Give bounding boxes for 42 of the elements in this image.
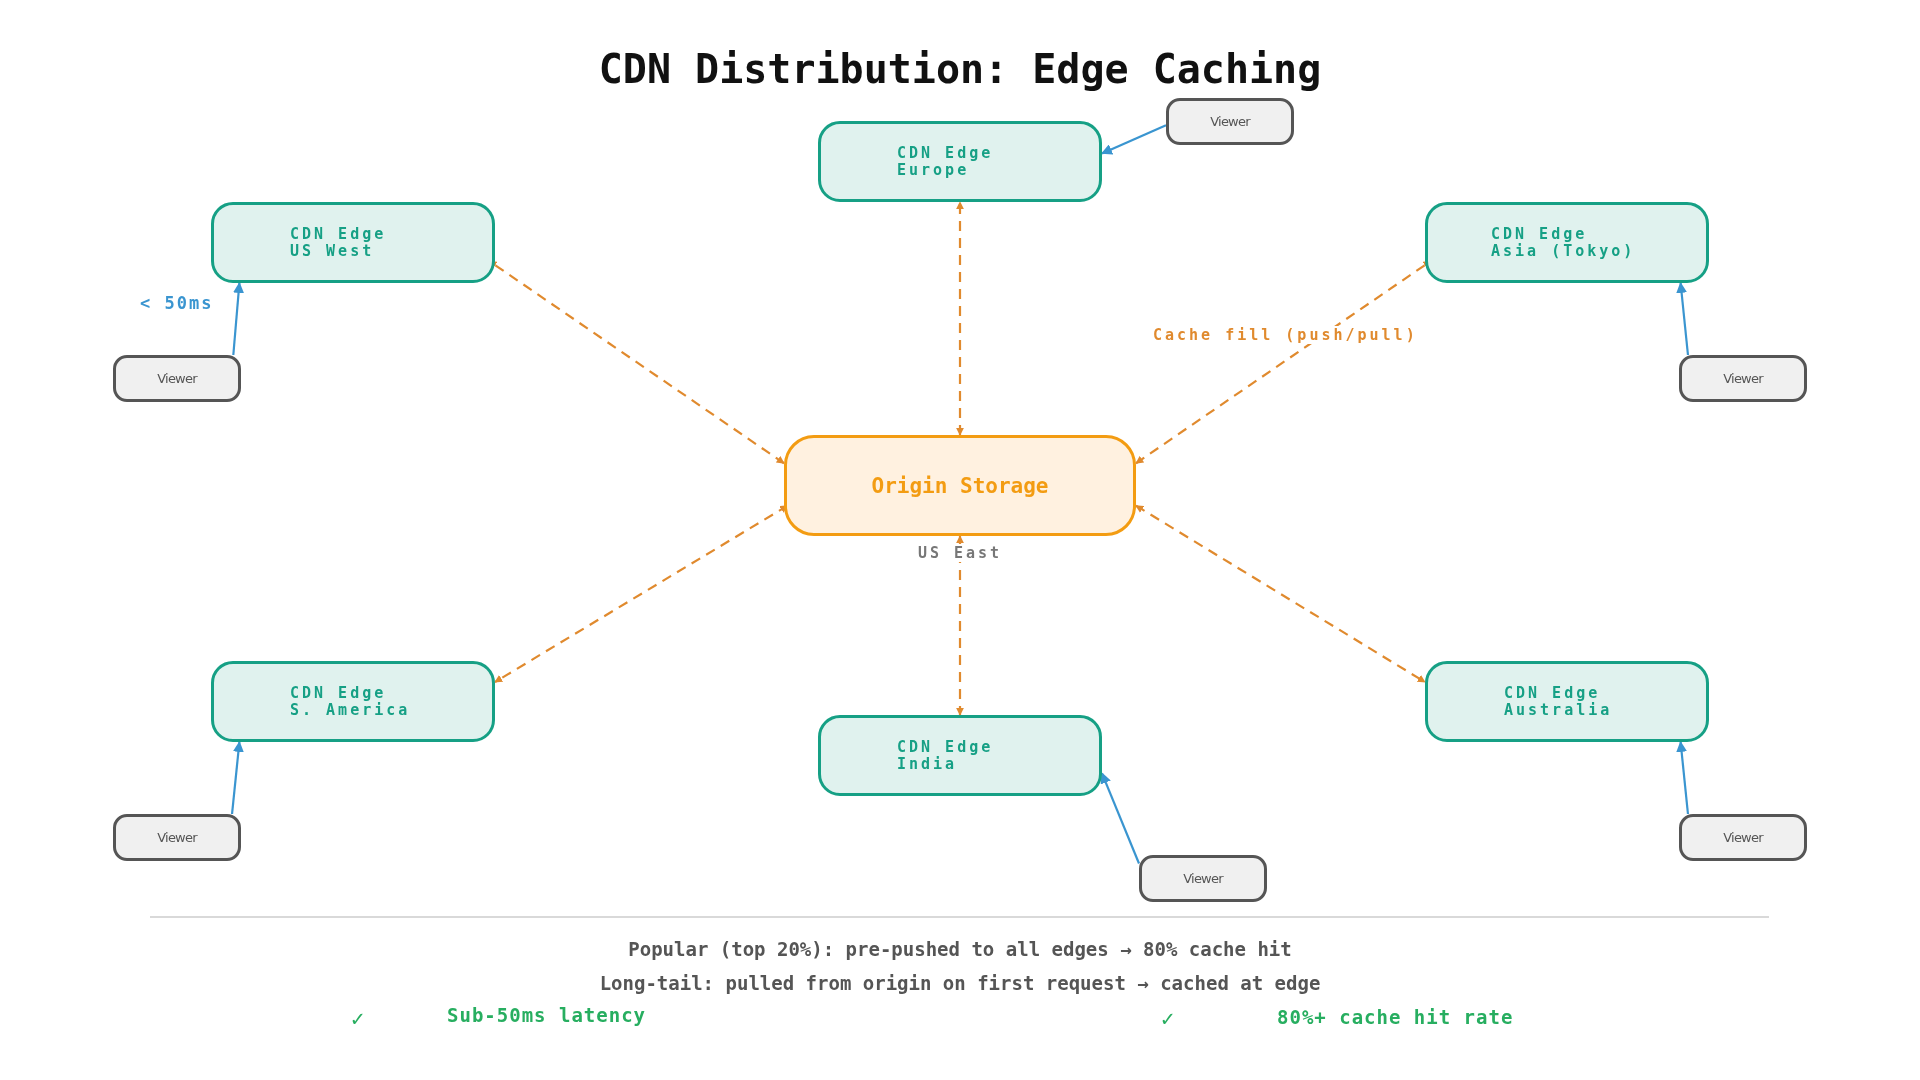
- node-label: CDN Edge US West: [290, 225, 388, 260]
- node-label: Origin Storage: [871, 473, 1049, 498]
- viewer-box: [1166, 98, 1294, 145]
- node-label: Viewer: [157, 830, 197, 845]
- node-label: CDN Edge India: [897, 738, 995, 773]
- footnote: Long-tail: pulled from origin on first request → cached at edge: [599, 972, 1321, 994]
- request-arrow: [230, 740, 244, 815]
- cache-fill-connector: [1135, 504, 1426, 683]
- cdn-edge-box: [211, 202, 495, 283]
- node-label: Viewer: [1723, 371, 1763, 386]
- node-label: CDN Edge Australia: [1504, 684, 1614, 719]
- check-mark: ✓: [351, 1006, 365, 1031]
- node-label: CDN Edge S. America: [290, 684, 412, 719]
- request-arrow: [232, 281, 245, 356]
- viewer-box: [113, 814, 241, 861]
- origin-storage-box: [784, 435, 1136, 536]
- benefit-text: Sub-50ms latency: [447, 1004, 647, 1026]
- request-arrow: [1101, 124, 1167, 155]
- node-label: Viewer: [1210, 114, 1250, 129]
- cdn-edge-box: [211, 661, 495, 742]
- request-arrow: [1100, 772, 1140, 864]
- node-label: CDN Edge Asia (Tokyo): [1491, 225, 1637, 260]
- cdn-edge-box: [1425, 661, 1709, 742]
- cdn-edge-box: [1425, 202, 1709, 283]
- benefit-text: 80%+ cache hit rate: [1277, 1006, 1514, 1028]
- viewer-box: [1679, 355, 1807, 402]
- viewer-box: [1139, 855, 1267, 902]
- cdn-edge-box: [818, 121, 1102, 202]
- cdn-edge-box: [818, 715, 1102, 796]
- viewer-box: [1679, 814, 1807, 861]
- node-label: Viewer: [157, 371, 197, 386]
- footnote: Popular (top 20%): pre-pushed to all edges → 80% cache hit: [628, 938, 1292, 960]
- node-label: CDN Edge Europe: [897, 144, 995, 179]
- node-label: Viewer: [1723, 830, 1763, 845]
- viewer-box: [113, 355, 241, 402]
- request-arrow: [1676, 740, 1690, 815]
- node-label: Viewer: [1183, 871, 1223, 886]
- request-arrow: [1676, 281, 1690, 356]
- cache-fill-connector: [956, 201, 964, 436]
- diagram-title: CDN Distribution: Edge Caching: [598, 46, 1322, 92]
- cache-fill-connector: [956, 535, 964, 716]
- check-mark: ✓: [1161, 1006, 1175, 1031]
